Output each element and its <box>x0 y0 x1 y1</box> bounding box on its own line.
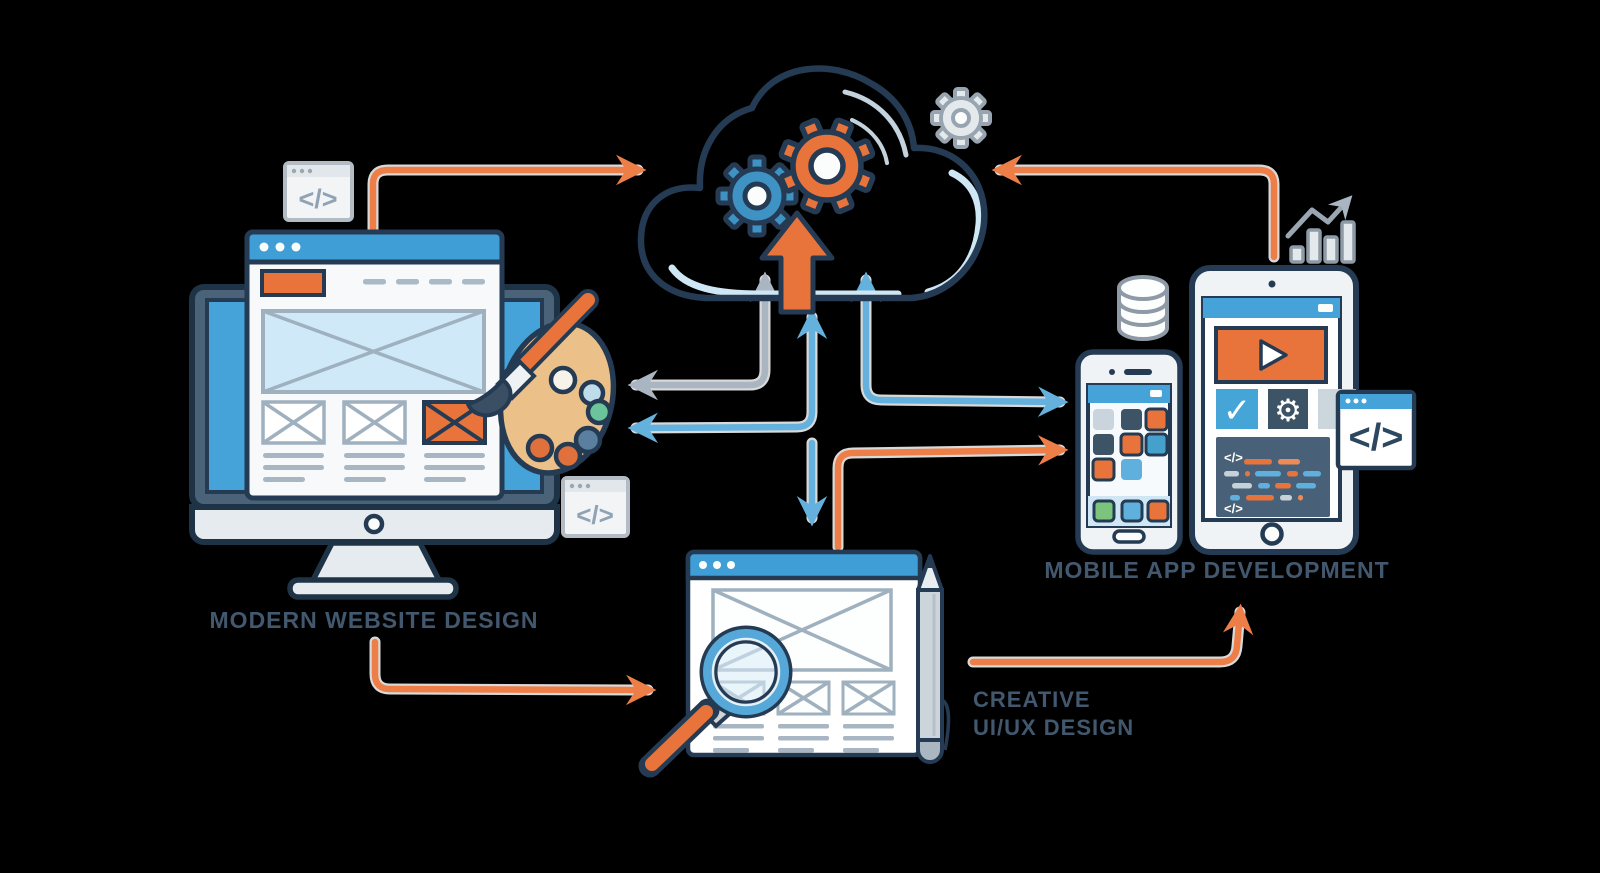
play-icon <box>1259 339 1288 371</box>
window-dots-icon <box>699 561 735 569</box>
logo-placeholder <box>260 269 326 297</box>
check-icon: ✓ <box>1223 391 1252 431</box>
code-icon: </> <box>576 500 614 530</box>
mobile-app-label: MOBILE APP DEVELOPMENT <box>1044 557 1389 583</box>
gear-tile <box>1268 389 1308 429</box>
smartphone <box>1075 349 1183 555</box>
gear-icon: ⚙ <box>1274 393 1302 429</box>
magnifier-handle <box>645 705 713 771</box>
gear-orange-icon <box>778 117 876 215</box>
tablet-code-block: </> </> <box>1216 437 1330 517</box>
pencil-clip <box>940 698 951 751</box>
phone-home-button <box>1112 529 1146 544</box>
window-titlebar <box>244 229 505 265</box>
monitor-neck <box>307 540 445 585</box>
tablet: ✓ ⚙ </> <box>1189 265 1359 555</box>
uiux-label-line1: CREATIVE <box>973 687 1091 712</box>
cloud-outline <box>637 65 988 302</box>
brush-tip <box>465 377 513 418</box>
phone-app-grid <box>1091 407 1169 482</box>
magnifier-icon <box>638 625 793 778</box>
window-dots-icon <box>1345 398 1367 404</box>
window-dots-icon <box>291 168 313 174</box>
phone-dock-icons <box>1092 499 1170 523</box>
website-design-label: MODERN WEBSITE DESIGN <box>210 607 539 633</box>
pencil-lead <box>925 555 935 568</box>
code-icon: </> <box>1224 501 1243 516</box>
code-icon: </> <box>1224 450 1243 465</box>
gear-gray-icon <box>930 87 992 149</box>
check-tile <box>1216 389 1258 429</box>
paint-dot-orange1 <box>525 433 555 463</box>
card-placeholder-1 <box>261 400 326 445</box>
window-titlebar <box>685 549 923 581</box>
paint-dot-green <box>585 398 613 426</box>
tablet-home-button <box>1260 522 1284 546</box>
text-line-placeholders <box>713 724 894 753</box>
arrow-monitor-to-cloud <box>367 154 647 237</box>
paint-dot-slate <box>573 425 603 455</box>
database-icon <box>1117 275 1169 341</box>
window-dots-icon <box>259 242 301 252</box>
cloud-accent-right <box>924 169 983 296</box>
code-icon: </> <box>1349 417 1404 459</box>
code-window-right: </> <box>1335 389 1417 471</box>
paint-dot-white <box>548 365 578 395</box>
art-palette <box>465 289 617 476</box>
paint-dot-orange2 <box>553 441 583 471</box>
monitor-base <box>287 577 459 600</box>
tablet-header <box>1203 298 1340 318</box>
arrow-cloud-phone-blue <box>850 271 1069 417</box>
phone-header <box>1088 385 1170 403</box>
pencil-cap <box>916 738 944 764</box>
arrow-cloud-monitor-blue <box>627 308 828 444</box>
code-lines <box>1224 459 1321 501</box>
nav-dashes <box>363 279 485 285</box>
cloud-accent-top1 <box>842 89 909 158</box>
pencil-icon <box>916 554 951 764</box>
pencil-body <box>916 588 944 742</box>
window-dots-icon <box>569 483 591 489</box>
cloud-node <box>637 65 992 315</box>
website-wireframe-window <box>244 229 505 501</box>
cloud-accent-top2 <box>850 118 889 165</box>
card-placeholder-2 <box>342 400 407 445</box>
growth-chart-icon <box>1285 195 1356 264</box>
tablet-tiles: ✓ ⚙ <box>1216 389 1356 431</box>
video-player-placeholder <box>1214 326 1328 384</box>
phone-speaker-icon <box>1124 369 1152 375</box>
hero-image-placeholder <box>261 309 486 394</box>
code-window-top-left: </> <box>283 161 354 222</box>
arrow-browser-to-phone-orange <box>832 435 1069 553</box>
monitor-button <box>363 513 385 535</box>
paint-brush <box>465 289 599 418</box>
code-window-bottom-left: </> <box>561 476 630 538</box>
code-icon: </> <box>298 184 337 214</box>
arrow-monitor-to-search <box>369 636 657 706</box>
connector-arrows <box>367 154 1280 706</box>
gear-blue-icon <box>715 154 799 238</box>
tablet-camera-icon <box>1268 280 1276 288</box>
arrow-tablet-to-cloud <box>991 154 1280 263</box>
arrow-uiux-to-tablet <box>967 603 1254 668</box>
upload-arrow-icon <box>759 210 835 315</box>
text-line-placeholders <box>263 453 485 482</box>
phone-camera-icon <box>1109 369 1115 375</box>
cloud-accent-bottom <box>668 264 902 298</box>
uiux-label-line2: UI/UX DESIGN <box>973 715 1134 740</box>
